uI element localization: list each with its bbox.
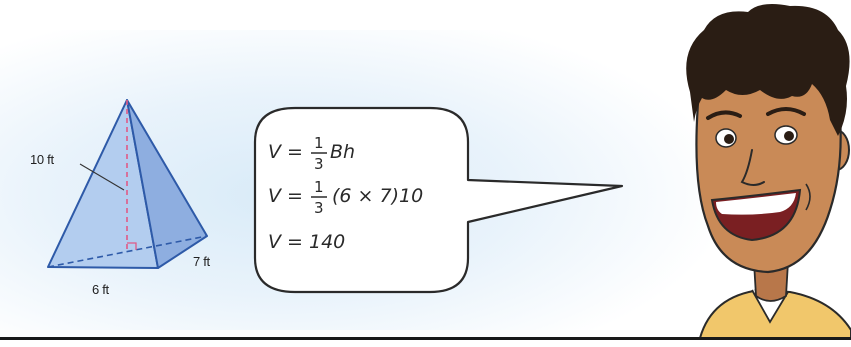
equation-line-2-numerator: 1 xyxy=(314,178,324,196)
hair xyxy=(686,4,850,136)
pyramid-right-face xyxy=(126,99,208,269)
equation-line-1-numerator: 1 xyxy=(314,134,324,152)
equation-line-2-lhs: V = xyxy=(268,185,303,207)
right-eyebrow xyxy=(766,107,806,116)
pyramid xyxy=(47,99,208,269)
nose xyxy=(740,149,765,186)
equation-line-1-lhs: V = xyxy=(268,141,303,163)
right-angle-marker xyxy=(127,242,137,250)
base-length-label: 6 ft xyxy=(92,282,110,297)
equation-line-2-denominator: 3 xyxy=(314,199,324,217)
teeth xyxy=(716,193,796,215)
height-label: 10 ft xyxy=(30,152,54,167)
right-pupil xyxy=(784,131,794,141)
left-eyebrow xyxy=(706,110,742,120)
pyramid-hidden-edge xyxy=(47,235,208,268)
cheek-line xyxy=(805,183,811,211)
equation-line-1-rest: Bh xyxy=(330,141,355,163)
cartoon-boy xyxy=(686,4,851,339)
ground-line xyxy=(0,337,851,340)
height-leader-line xyxy=(79,163,125,191)
speech-bubble xyxy=(253,106,624,294)
base-width-label: 7 ft xyxy=(193,254,211,269)
equation-line-1-denominator: 3 xyxy=(314,155,324,173)
equation-line-3: V = 140 xyxy=(268,231,345,253)
equation-line-2-rest: (6 × 7)10 xyxy=(332,185,423,207)
left-pupil xyxy=(724,134,734,144)
speech-bubble-outline xyxy=(253,106,624,294)
